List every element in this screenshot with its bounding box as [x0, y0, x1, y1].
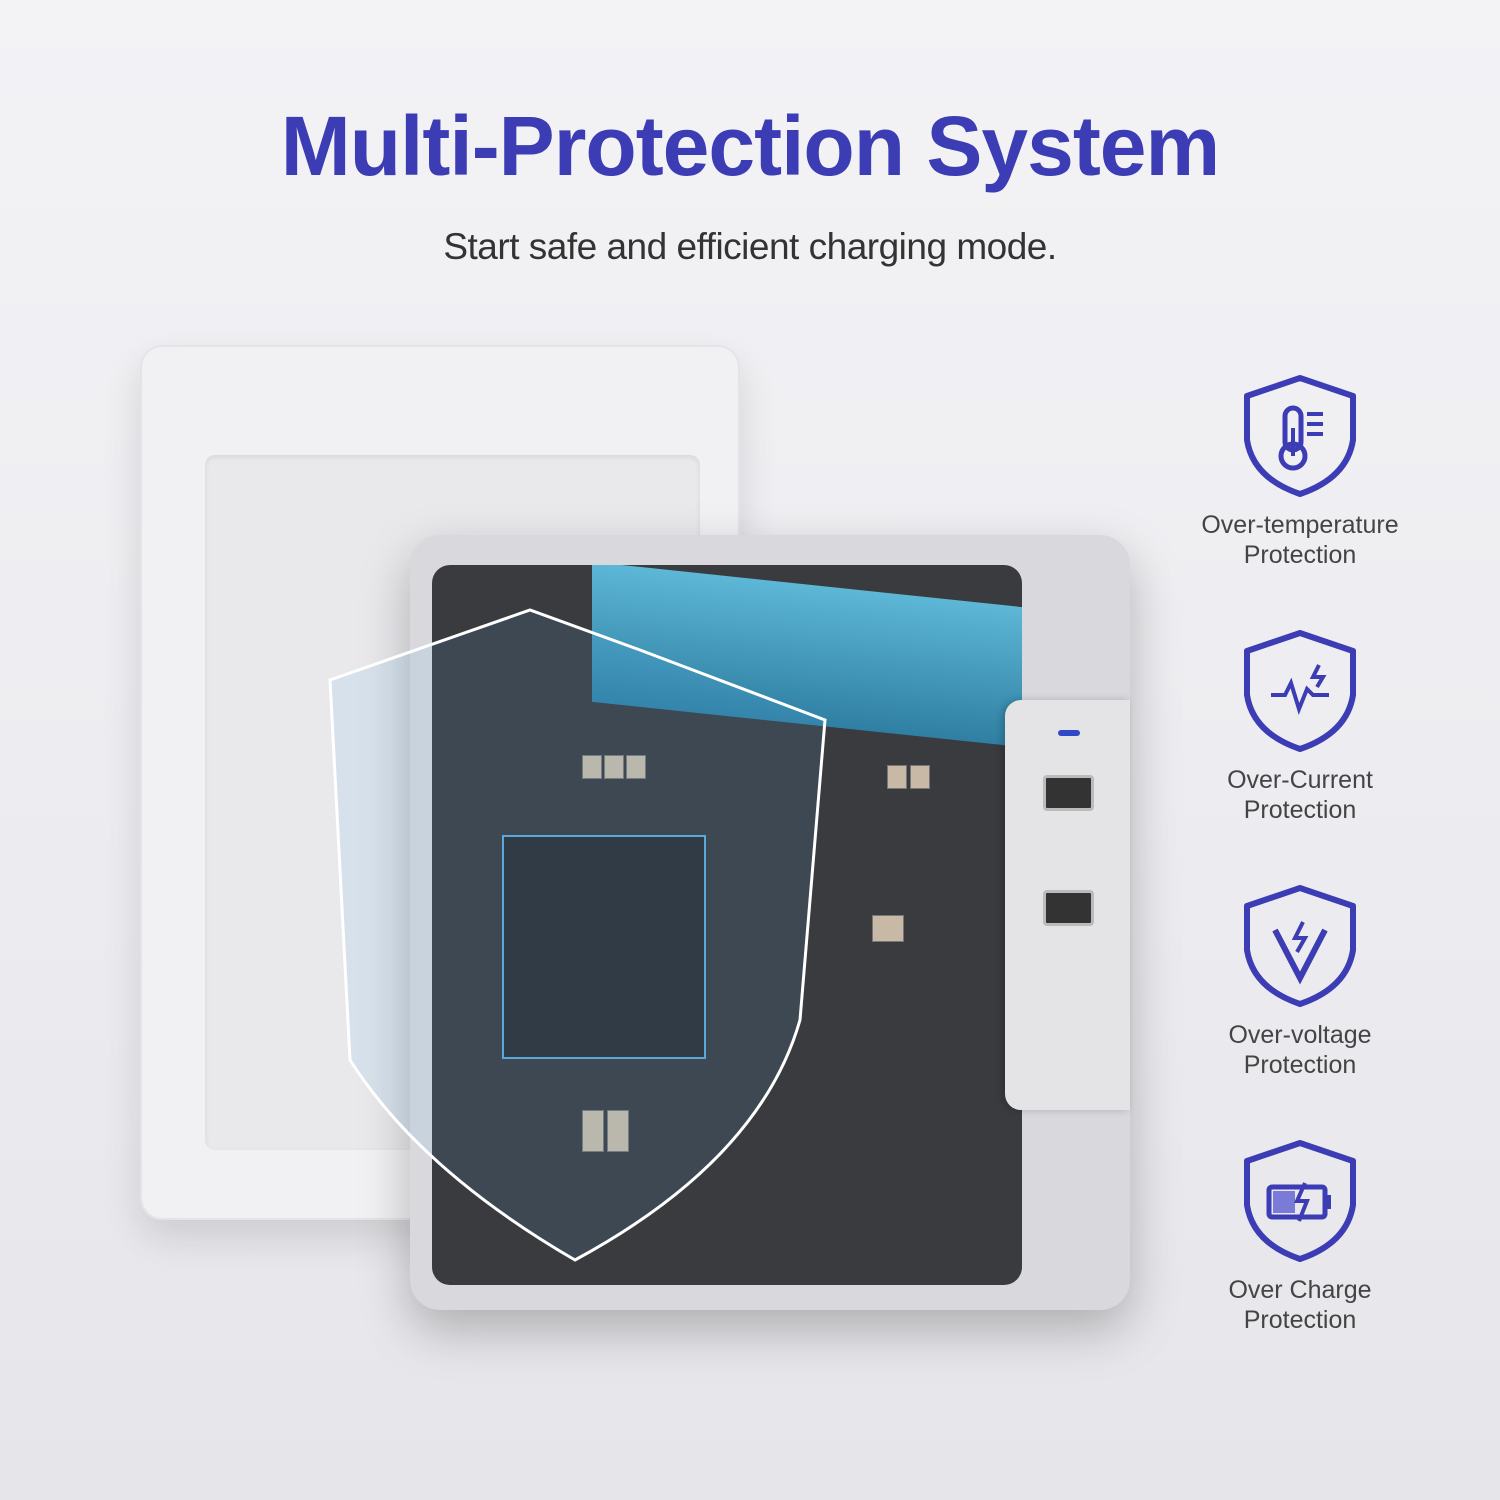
current-wave-shield-icon	[1244, 630, 1356, 752]
usb-port	[1043, 890, 1094, 926]
transformer-chip	[502, 835, 706, 1059]
feature-label: Over-voltage	[1228, 1021, 1372, 1049]
feature-label: Protection	[1243, 1306, 1357, 1334]
feature-label: Over-temperature	[1201, 511, 1399, 539]
component	[607, 1110, 629, 1152]
feature-label: Protection	[1243, 1051, 1357, 1079]
component	[887, 765, 907, 789]
page-title: Multi-Protection System	[280, 99, 1220, 193]
power-led	[1058, 730, 1080, 736]
feature-label: Over Charge	[1228, 1276, 1372, 1304]
charger-internals	[432, 565, 1022, 1285]
feature-label: Protection	[1243, 796, 1357, 824]
battery-charge-shield-icon	[1244, 1140, 1356, 1262]
voltage-shield-icon	[1244, 885, 1356, 1007]
component	[582, 1110, 604, 1152]
usb-port-panel	[1005, 700, 1130, 1110]
component	[626, 755, 646, 779]
component	[604, 755, 624, 779]
usb-port	[1043, 775, 1094, 811]
feature-label: Protection	[1243, 541, 1357, 569]
thermometer-shield-icon	[1244, 375, 1356, 497]
feature-label: Over-Current	[1227, 766, 1373, 794]
charger-cutaway-image	[410, 535, 1130, 1310]
component	[582, 755, 602, 779]
page-subtitle: Start safe and efficient charging mode.	[443, 226, 1057, 267]
component	[910, 765, 930, 789]
component	[872, 915, 904, 942]
